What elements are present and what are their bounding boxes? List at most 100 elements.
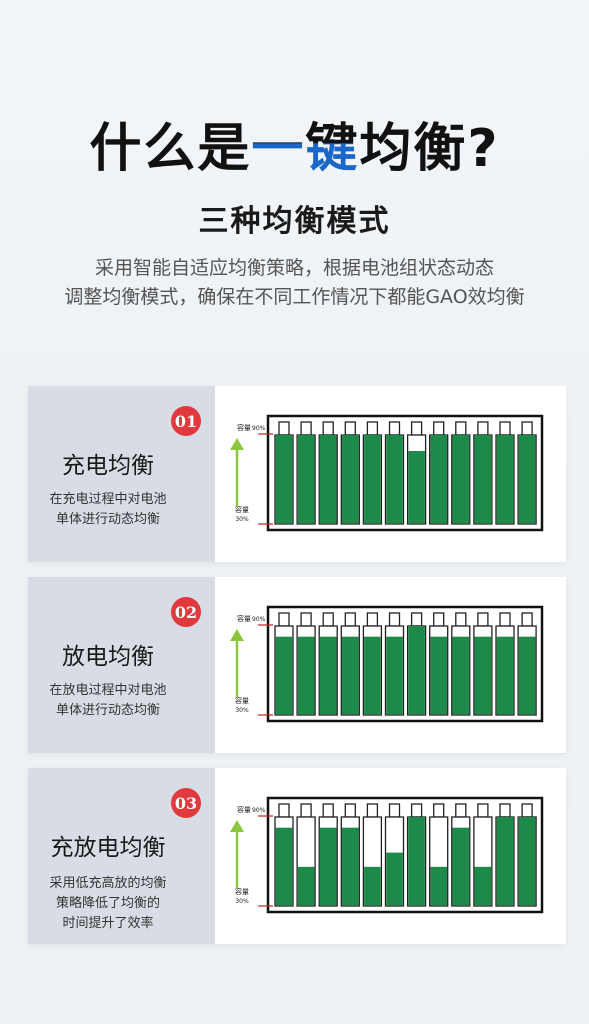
battery-cell-fill: [452, 827, 470, 906]
capacity-top-value: 90%: [252, 616, 266, 623]
battery-cell-fill: [297, 866, 315, 906]
battery-cell-cap: [366, 803, 379, 818]
battery-cell-fill: [430, 866, 447, 906]
battery-cell-fill: [319, 435, 337, 524]
battery-cell-cap: [455, 421, 467, 436]
page-description: 采用智能自适应均衡策略，根据电池组状态动态 调整均衡模式，确保在不同工作情况下都…: [64, 257, 525, 308]
mode-description: 在放电过程中对电池 单体进行动态均衡: [49, 683, 167, 718]
battery-cell-fill: [342, 435, 359, 524]
capacity-bottom-label: 容量: [235, 887, 249, 896]
mode-title: 放电均衡: [62, 644, 154, 670]
battery-cell-fill: [474, 866, 492, 906]
battery-cell-cap: [499, 612, 511, 627]
battery-cell-fill: [518, 636, 536, 715]
battery-cell-cap: [455, 612, 467, 627]
mode-card-info: 03 充放电均衡 采用低充高放的均衡 策略降低了均衡的 时间提升了效率: [28, 768, 215, 944]
battery-cell-fill: [364, 866, 381, 906]
mode-number-badge: 01: [171, 406, 201, 436]
battery-cell-fill: [386, 435, 403, 524]
battery-cell-fill: [496, 817, 514, 906]
battery-cell-cap: [322, 803, 334, 818]
up-arrow-icon: [230, 438, 244, 506]
battery-cell-fill: [319, 636, 337, 715]
battery-cell-cap: [278, 612, 290, 627]
battery-cell-fill: [364, 435, 381, 524]
battery-cell-cap: [433, 803, 445, 818]
battery-cell-fill: [319, 827, 337, 906]
battery-cell-cap: [410, 421, 423, 436]
battery-cell-fill: [297, 435, 315, 524]
mode-number-badge: 03: [171, 788, 201, 818]
battery-cell-fill: [408, 451, 425, 524]
battery-cell-cap: [278, 421, 290, 436]
battery-cell-cap: [300, 421, 312, 436]
battery-cell-fill: [430, 636, 447, 715]
page-title: 什么是一键均衡?: [89, 119, 500, 179]
battery-cell-cap: [388, 612, 401, 627]
battery-cell-cap: [322, 612, 334, 627]
battery-cell-fill: [342, 636, 359, 715]
up-arrow-icon: [230, 820, 244, 888]
battery-cell-cap: [477, 421, 489, 436]
battery-cell-fill: [275, 435, 293, 524]
battery-cell-cap: [499, 421, 511, 436]
battery-cell-fill: [518, 435, 536, 524]
battery-cell-fill: [474, 435, 492, 524]
battery-cell-fill: [496, 435, 514, 524]
mode-title: 充放电均衡: [50, 835, 166, 861]
battery-cell-cap: [499, 803, 511, 818]
battery-cell-cap: [521, 421, 533, 436]
battery-cell-fill: [342, 827, 359, 906]
capacity-top-label: 容量: [237, 805, 251, 814]
battery-cell-cap: [477, 803, 489, 818]
capacity-top-value: 90%: [252, 425, 266, 432]
battery-cell-fill: [518, 817, 536, 906]
battery-cell-cap: [521, 612, 533, 627]
battery-cell-fill: [430, 435, 447, 524]
battery-cell-cap: [455, 803, 467, 818]
battery-cell-fill: [364, 636, 381, 715]
battery-cell-cap: [410, 612, 423, 627]
mode-card-info: 02 放电均衡 在放电过程中对电池 单体进行动态均衡: [28, 577, 215, 753]
capacity-top-value: 90%: [252, 807, 266, 814]
battery-cell-cap: [344, 612, 356, 627]
mode-description: 在充电过程中对电池 单体进行动态均衡: [49, 492, 167, 527]
battery-cell-cap: [521, 803, 533, 818]
capacity-bottom-value: 30%: [235, 707, 249, 714]
battery-cell-fill: [386, 636, 403, 715]
battery-cell-cap: [278, 803, 290, 818]
capacity-bottom-label: 容量: [235, 696, 249, 705]
battery-cell-cap: [433, 612, 445, 627]
battery-cell-fill: [386, 852, 403, 906]
capacity-bottom-value: 30%: [235, 898, 249, 905]
battery-cell-fill: [297, 636, 315, 715]
battery-cell-fill: [408, 817, 425, 906]
battery-cell-cap: [388, 803, 401, 818]
capacity-top-label: 容量: [237, 614, 251, 623]
battery-cell-cap: [344, 421, 356, 436]
capacity-top-label: 容量: [237, 423, 251, 432]
battery-cell-cap: [388, 421, 401, 436]
battery-cell-fill: [408, 626, 425, 715]
battery-cell-fill: [452, 435, 470, 524]
battery-cell-cap: [366, 421, 379, 436]
battery-cell-cap: [366, 612, 379, 627]
battery-cell-fill: [496, 636, 514, 715]
capacity-bottom-value: 30%: [235, 516, 249, 523]
mode-title: 充电均衡: [62, 453, 154, 479]
mode-card-info: 01 充电均衡 在充电过程中对电池 单体进行动态均衡: [28, 386, 215, 562]
capacity-bottom-label: 容量: [235, 505, 249, 514]
battery-cell-cap: [410, 803, 423, 818]
mode-number-badge: 02: [171, 597, 201, 627]
title-highlight: 一键: [251, 119, 360, 179]
battery-cell-fill: [275, 636, 293, 715]
page-subtitle: 三种均衡模式: [198, 204, 391, 239]
battery-cell-fill: [275, 827, 293, 906]
battery-cell-cap: [322, 421, 334, 436]
